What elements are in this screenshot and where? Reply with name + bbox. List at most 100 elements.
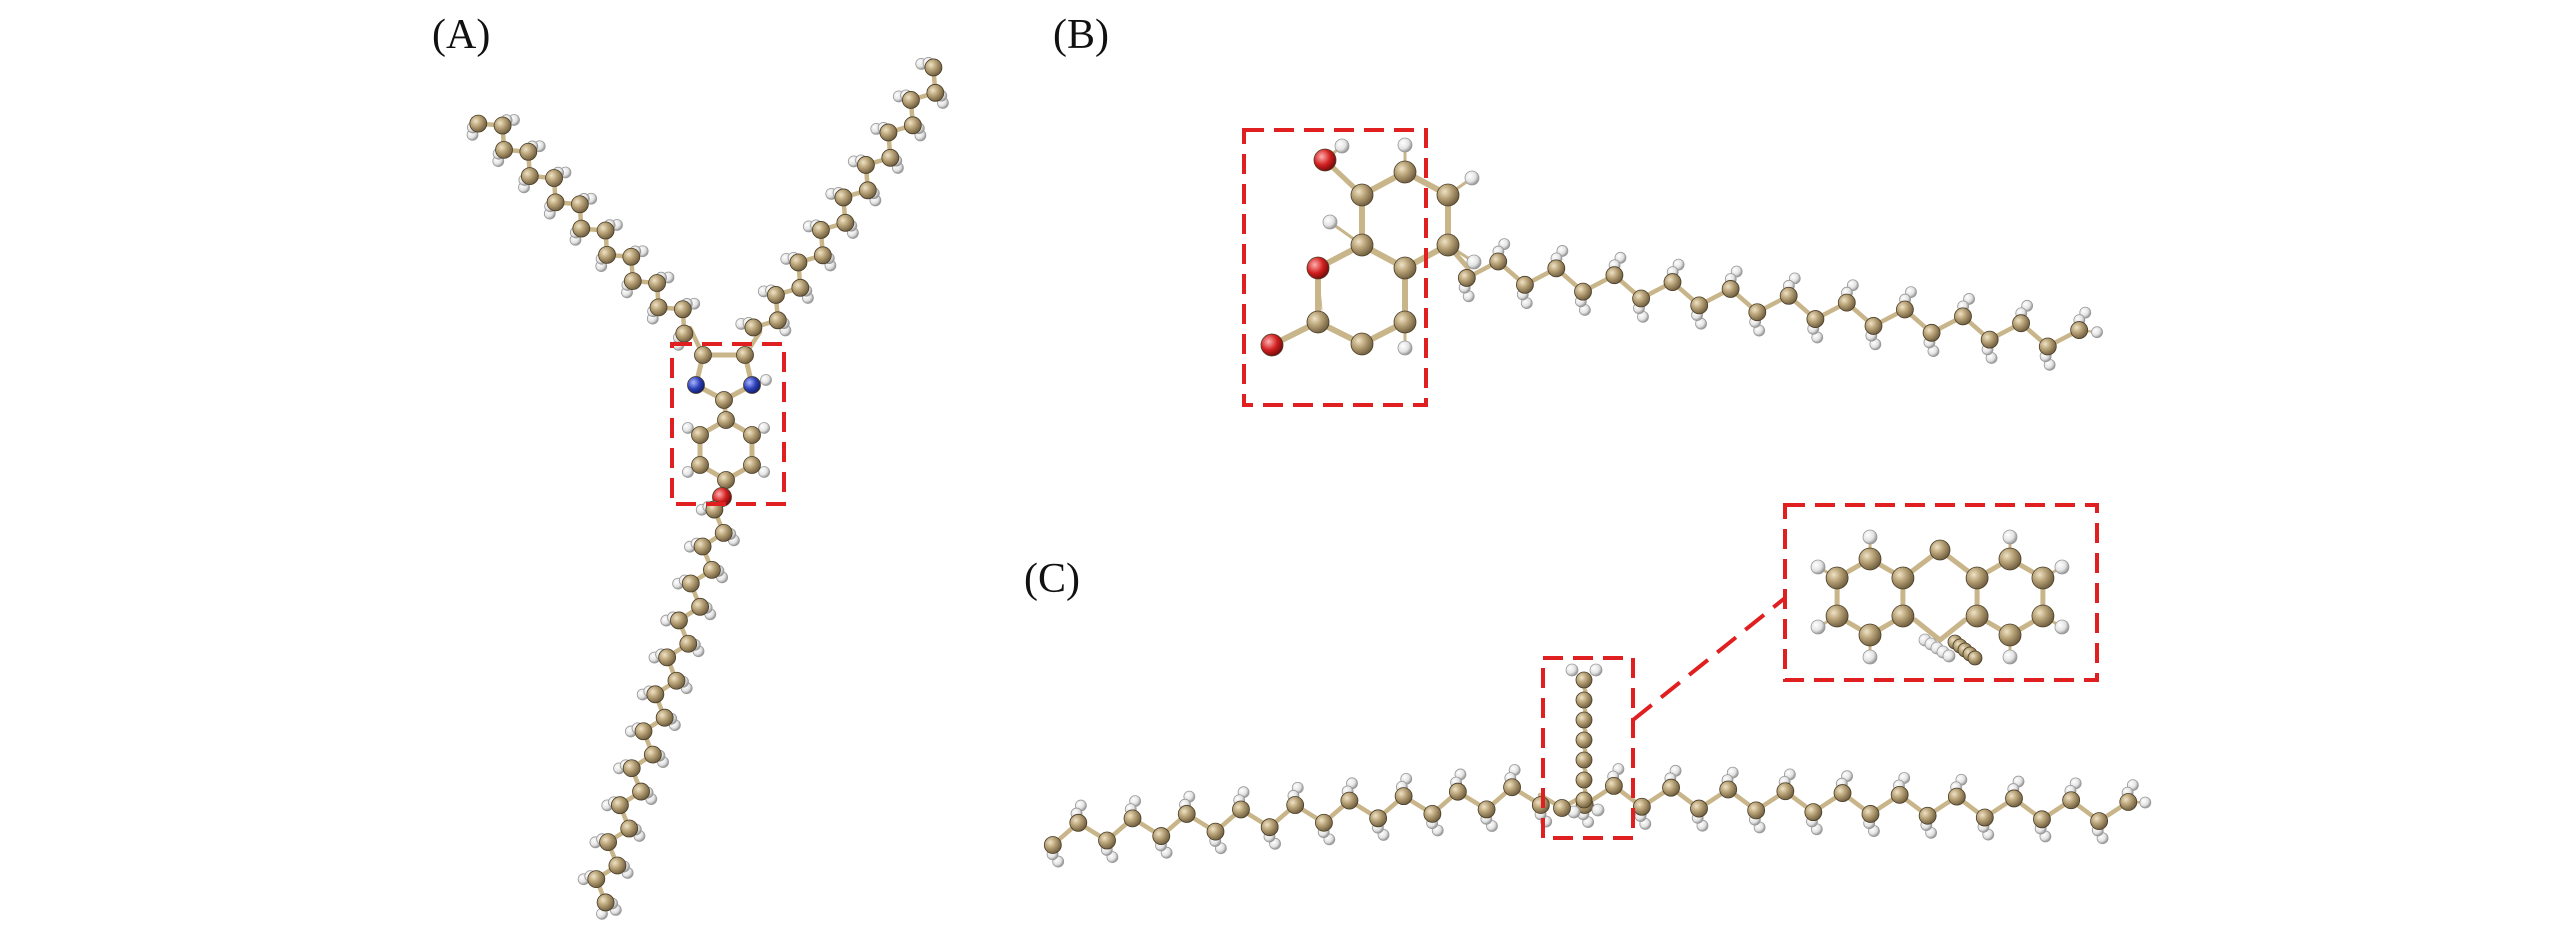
carbon-atom [1394, 787, 1413, 806]
carbon-atom [1918, 806, 1937, 825]
hydrogen-atom [1397, 137, 1413, 153]
carbon-atom [1748, 303, 1767, 322]
hydroxyl-h-atom [1334, 138, 1350, 154]
carbon-atom [1975, 808, 1994, 827]
carbon-atom [587, 870, 606, 888]
carbon-atom [2031, 566, 2055, 590]
carbon-atom [1177, 805, 1196, 823]
carbon-atom [2038, 337, 2057, 356]
carbon-atom [2062, 791, 2081, 810]
carbon-atom [694, 346, 712, 364]
carbon-atom [768, 311, 787, 330]
carbon-atom [1721, 280, 1740, 298]
carbon-atom [2005, 789, 2023, 808]
carbon-atom [655, 708, 674, 727]
carbon-atom [1547, 259, 1566, 278]
carbon-atom [570, 195, 589, 214]
carbon-atom [857, 156, 875, 174]
carbon-atom [1779, 286, 1798, 305]
carbon-atom [744, 318, 763, 337]
carbon-atom [743, 426, 761, 444]
carbon-atom [2090, 812, 2109, 831]
carbon-atom [646, 685, 665, 704]
carbon-atom [2033, 810, 2051, 829]
carbon-atom [1861, 805, 1880, 823]
carbon-atom [598, 245, 616, 264]
carbon-atom [1806, 310, 1825, 328]
carbon-atom [1350, 183, 1374, 207]
hydrogen-atom [2002, 649, 2018, 665]
hydrogen-atom [1810, 619, 1826, 635]
carbon-atom [858, 181, 877, 200]
carbon-atom [1837, 293, 1856, 312]
carbon-atom [620, 819, 639, 838]
carbon-atom [1776, 782, 1795, 801]
carbon-atom [673, 300, 692, 319]
carbon-atom [1436, 233, 1460, 257]
carbon-atom [658, 648, 677, 667]
carbon-atom [1998, 547, 2022, 571]
carbon-atom [634, 722, 653, 741]
carbon-atom [1393, 256, 1417, 280]
carbon-atom [493, 116, 512, 135]
panel-label-b: (B) [1053, 12, 1109, 58]
carbon-atom [717, 471, 735, 489]
carbon-atom [1980, 330, 1999, 349]
carbon-atom [1965, 604, 1989, 628]
carbon-atom [714, 524, 733, 542]
hydrogen-atom [1862, 649, 1878, 665]
carbon-atom [1858, 547, 1882, 571]
carbon-atom [622, 247, 641, 266]
hydrogen-atom [1397, 340, 1413, 356]
hydrogen-atom [1591, 803, 1605, 817]
hydrogen-atom [1464, 170, 1480, 186]
carbon-atom [691, 456, 709, 474]
carbon-atom [1503, 778, 1521, 797]
carbon-atom [1947, 787, 1966, 806]
carbon-atom [1954, 307, 1972, 326]
carbon-atom [2031, 604, 2055, 628]
inset-bond [1937, 617, 1968, 643]
carbon-atom [1632, 289, 1651, 308]
carbon-atom [670, 611, 688, 630]
carbon-atom [1891, 566, 1915, 590]
carbon-atom [736, 346, 754, 364]
carbon-atom [596, 221, 615, 240]
hydrogen-atom [681, 466, 694, 478]
highlight-boxes-layer [670, 128, 2099, 840]
carbon-atom [1306, 310, 1330, 334]
carbon-atom [1393, 310, 1417, 334]
carbon-atom [1423, 804, 1442, 823]
carbon-atom [622, 759, 641, 778]
carbon-atom [2119, 793, 2138, 811]
carbon-atom [1825, 604, 1849, 628]
inset-bond [1912, 617, 1943, 643]
carbon-atom [836, 213, 855, 232]
carbon-atom [572, 219, 591, 238]
carbon-atom [1232, 800, 1250, 819]
carbon-atom [1747, 801, 1766, 820]
carbon-atom [1929, 539, 1951, 561]
carbon-atom [1393, 160, 1417, 184]
carbon-atom [599, 833, 617, 852]
carbon-atom [703, 560, 721, 579]
carbon-atom [1574, 282, 1592, 301]
carbon-atom [519, 142, 538, 161]
carbon-atom [649, 298, 668, 317]
carbon-atom [648, 274, 666, 292]
ring-oxygen-atom [1306, 256, 1330, 280]
carbon-atom [469, 114, 488, 133]
carbon-atom [1350, 332, 1374, 356]
carbon-atom [1895, 300, 1914, 319]
panel-label-a: (A) [432, 12, 491, 58]
highlight-box-b [1242, 128, 1428, 407]
carbon-atom [667, 671, 686, 690]
carbon-atom [1890, 785, 1909, 804]
carbon-atom [1804, 803, 1823, 822]
carbon-atom [717, 411, 735, 429]
carbon-atom [1575, 671, 1593, 689]
carbon-atom [1531, 796, 1550, 814]
carbon-atom [1965, 566, 1989, 590]
carbon-atom [643, 745, 662, 764]
carbon-atom [1575, 771, 1593, 789]
